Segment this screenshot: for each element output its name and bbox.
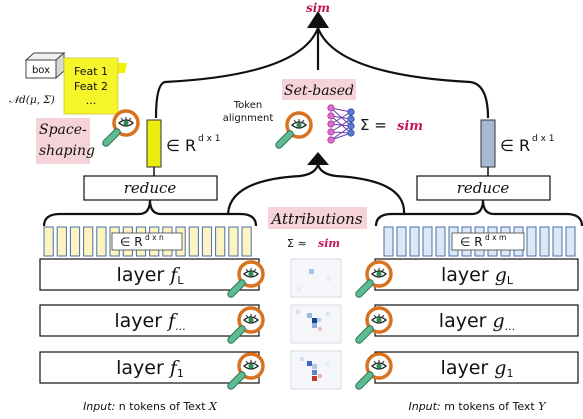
right-matrix-space: ∈ R bbox=[460, 235, 483, 249]
space-shaping-highlight bbox=[36, 118, 90, 164]
feat1-label: Feat 1 bbox=[74, 65, 108, 78]
right-matrix-label-bg bbox=[451, 232, 525, 251]
set-based-sum: Σ = bbox=[360, 116, 387, 134]
left-matrix-dims: d x n bbox=[145, 233, 164, 242]
input-left-caption: Input: n tokens of Text X bbox=[83, 400, 218, 413]
top-sim-label: sim bbox=[306, 1, 330, 15]
layer-left-mid-label: layer f... bbox=[114, 310, 185, 333]
right-token-column bbox=[565, 226, 576, 257]
right-token-column bbox=[526, 226, 537, 257]
set-based-arrow-head bbox=[307, 152, 329, 165]
left-vector-dims: d x 1 bbox=[198, 134, 221, 144]
right-token-column bbox=[396, 226, 407, 257]
box-feature-3d: box bbox=[24, 51, 66, 80]
feat2-label: Feat 2 bbox=[74, 80, 108, 93]
right-vector-dims: d x 1 bbox=[532, 134, 555, 144]
attributions-title: Attributions bbox=[269, 210, 362, 228]
left-reduce-label: reduce bbox=[124, 179, 177, 197]
left-vector-bar bbox=[146, 119, 162, 168]
layer-box-right-L bbox=[374, 258, 579, 291]
token-alignment-line2: alignment bbox=[223, 113, 274, 124]
heatmap-top bbox=[290, 258, 342, 298]
layer-right-L-label: layer gL bbox=[441, 264, 514, 287]
feat-ellipsis: ... bbox=[86, 94, 97, 107]
attributions-highlight bbox=[268, 207, 367, 229]
token-alignment-line1: Token bbox=[233, 100, 262, 111]
heatmap-bottom-cells bbox=[300, 357, 329, 381]
left-token-column bbox=[201, 226, 213, 257]
left-token-column bbox=[69, 226, 81, 257]
layer-box-left-mid bbox=[39, 304, 260, 337]
layer-box-left-1 bbox=[39, 351, 260, 384]
right-vector-bar bbox=[480, 119, 496, 168]
right-token-column bbox=[539, 226, 550, 257]
left-token-column bbox=[83, 226, 94, 257]
box-label: box bbox=[32, 65, 50, 76]
right-token-column bbox=[383, 226, 394, 257]
left-token-column bbox=[96, 226, 107, 257]
layer-left-1-label: layer f1 bbox=[116, 357, 184, 380]
set-based-highlight bbox=[282, 79, 356, 100]
left-vector-space: ∈ R bbox=[166, 136, 196, 155]
layer-right-1-label: layer g1 bbox=[441, 357, 514, 380]
right-matrix-dims: d x m bbox=[485, 233, 506, 242]
input-right-caption: Input: m tokens of Text Y bbox=[408, 400, 547, 413]
right-reduce-label: reduce bbox=[457, 179, 510, 197]
left-token-column bbox=[215, 226, 226, 257]
attributions-sim: sim bbox=[318, 237, 340, 250]
left-token-column bbox=[43, 226, 54, 257]
layer-right-mid-label: layer g... bbox=[439, 310, 515, 333]
right-vector-space: ∈ R bbox=[500, 136, 530, 155]
top-merge-line-left bbox=[154, 27, 320, 119]
space-shaping-title-2: shaping bbox=[39, 143, 95, 159]
left-matrix-label-bg bbox=[111, 232, 183, 251]
set-based-sim: sim bbox=[397, 119, 423, 134]
right-brace bbox=[374, 199, 583, 227]
right-reduce-box bbox=[416, 175, 551, 201]
right-token-column bbox=[552, 226, 563, 257]
token-alignment-graph-icon bbox=[327, 104, 355, 144]
top-arrow-head bbox=[307, 11, 329, 28]
top-merge-line-right bbox=[316, 27, 490, 119]
right-token-column bbox=[422, 226, 433, 257]
heatmap-middle-cells bbox=[296, 310, 330, 331]
set-based-merge-line bbox=[226, 163, 406, 215]
left-token-column bbox=[241, 226, 252, 257]
left-token-column bbox=[56, 226, 67, 257]
feature-note: Feat 1 Feat 2 ... bbox=[63, 57, 128, 115]
left-brace bbox=[42, 199, 258, 227]
layer-box-right-1 bbox=[374, 351, 579, 384]
right-token-column bbox=[435, 226, 446, 257]
layer-box-left-L bbox=[39, 258, 260, 291]
space-shaping-title-1: Space- bbox=[39, 122, 87, 138]
left-reduce-box bbox=[83, 175, 218, 201]
left-token-column bbox=[188, 226, 199, 257]
distribution-label: 𝒩d(μ, Σ) bbox=[9, 94, 55, 106]
attributions-sum: Σ ≈ bbox=[287, 237, 307, 250]
magnifier-icon-space-shaping bbox=[106, 111, 138, 143]
right-token-column bbox=[409, 226, 420, 257]
heatmap-top-cells bbox=[297, 269, 331, 291]
set-based-title: Set-based bbox=[284, 83, 354, 99]
magnifier-icon-set-based bbox=[279, 113, 311, 145]
layer-left-L-label: layer fL bbox=[117, 264, 185, 287]
left-token-column bbox=[228, 226, 239, 257]
left-matrix-space: ∈ R bbox=[120, 235, 143, 249]
